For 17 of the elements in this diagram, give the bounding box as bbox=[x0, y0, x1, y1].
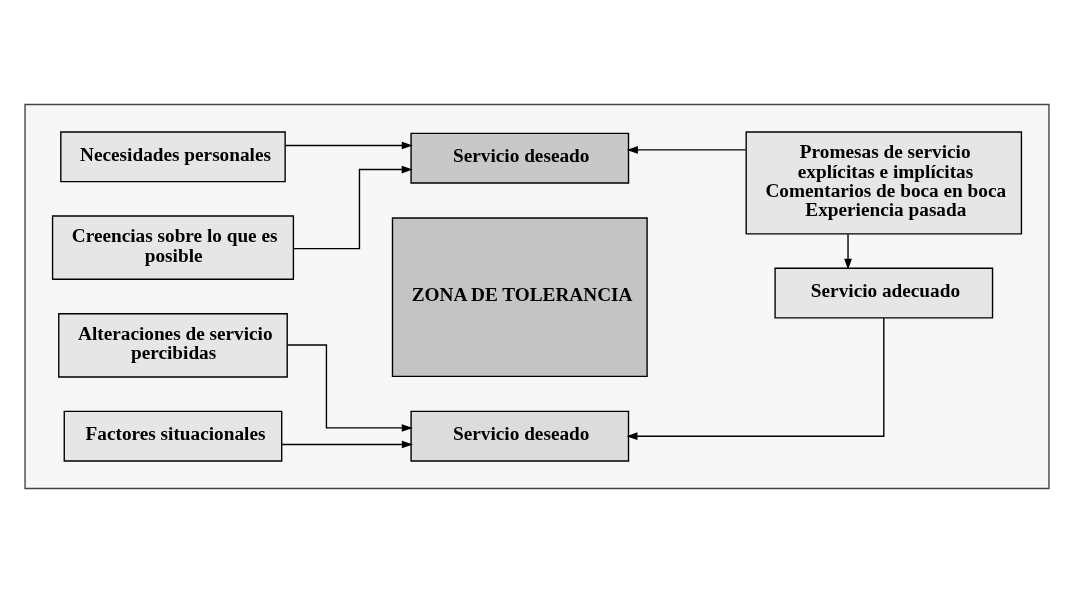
arrow bbox=[844, 232, 852, 270]
cluster bbox=[24, 103, 1050, 489]
arrow bbox=[293, 165, 413, 249]
node-box: Creencias sobre lo que es posible bbox=[51, 214, 295, 280]
arrow bbox=[626, 316, 885, 440]
node-box: Promesas de servicio explícitas e implícitas Comentarios de boca en boca Experiencia pasada bbox=[745, 130, 1023, 235]
node-box: Factores situacionales bbox=[63, 410, 283, 462]
node-box: Alteraciones de servicio percibidas bbox=[58, 312, 288, 378]
arrow bbox=[626, 145, 747, 154]
node-box: Servicio deseado bbox=[410, 132, 630, 184]
node-box: ZONA DE TOLERANCIA bbox=[391, 216, 648, 377]
arrow bbox=[284, 141, 413, 149]
node-box: Servicio deseado bbox=[410, 410, 630, 462]
arrow bbox=[286, 343, 413, 432]
node-box: Servicio adecuado bbox=[774, 267, 994, 318]
arrow bbox=[281, 440, 413, 448]
node-box: Necesidades personales bbox=[60, 130, 286, 182]
